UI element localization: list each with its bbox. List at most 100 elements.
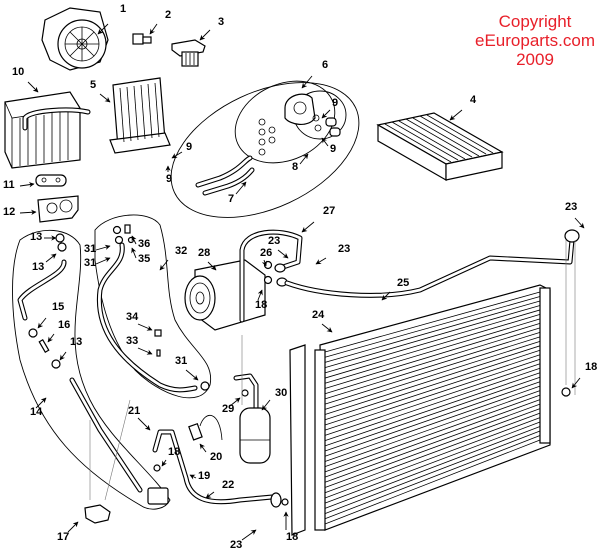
condenser-fin [324,408,541,488]
ac-compressor[interactable] [184,259,266,331]
pressure-switch[interactable] [188,415,223,441]
callout-13: 13 [30,231,57,243]
callout-number: 11 [3,179,15,191]
condenser-fin [324,309,541,374]
condenser-fin [324,372,541,447]
condenser-fin [324,349,541,421]
callout-19: 19 [189,470,210,482]
condenser-fin [324,385,541,462]
callout-leader-arrow [261,259,268,267]
callout-leader-arrow [95,244,111,251]
callout-leader-arrow [241,529,257,541]
receiver-drier[interactable] [233,373,271,464]
condenser-fin [324,367,541,441]
callout-number: 15 [52,301,64,313]
callout-12: 12 [3,206,37,218]
callout-9: 9 [171,141,192,159]
callout-leader-arrow [199,443,207,453]
blower-resistor[interactable] [171,39,206,67]
callout-5: 5 [90,79,111,103]
callout-leader-arrow [207,261,217,271]
callout-leader-arrow [149,23,158,35]
callout-number: 34 [126,311,139,323]
hose-group-14-outline [12,229,171,510]
callout-1: 1 [97,3,126,35]
callout-23: 23 [315,243,350,265]
heater-core[interactable] [109,77,171,154]
temperature-sensor[interactable] [132,33,152,45]
callout-leader-arrow [159,259,169,271]
callout-leader-arrow [301,221,315,233]
callout-number: 31 [84,243,96,255]
condenser-hose[interactable] [284,229,580,298]
callout-leader-arrow [571,377,581,389]
liquid-hose-22[interactable] [152,429,289,508]
evaporator[interactable] [4,91,91,169]
condenser-fin [324,426,541,509]
callout-23: 23 [268,235,289,259]
callout-number: 27 [323,205,335,217]
callout-18: 18 [161,446,180,467]
condenser-fin [324,439,541,525]
condenser-fin [324,300,541,363]
hose-clip[interactable] [84,504,111,524]
callout-16: 16 [47,319,70,343]
condenser-fin [324,412,541,494]
callout-leader-arrow [185,369,199,381]
callout-number: 8 [292,161,298,173]
condenser-fin [324,363,541,436]
condenser-fin [324,381,541,457]
condenser-fin [324,327,541,395]
callout-18: 18 [255,289,267,311]
callout-number: 19 [198,470,210,482]
callout-leader-arrow [381,291,391,301]
blower-motor[interactable] [41,7,109,71]
callout-2: 2 [149,9,171,35]
callout-number: 31 [84,257,96,269]
callout-number: 31 [175,355,187,367]
callout-number: 2 [165,9,171,21]
cabin-air-filter[interactable] [376,112,504,182]
callout-number: 30 [275,387,287,399]
copyright-line-3: 2009 [516,50,554,69]
callout-11: 11 [3,179,35,191]
callout-leader-arrow [574,217,585,229]
assembly-guide-lines [89,240,576,501]
callout-number: 18 [286,531,298,543]
callout-7: 7 [228,181,247,205]
heater-hose-group[interactable] [150,55,380,245]
callout-number: 6 [322,59,328,71]
callout-leader-arrow [99,93,111,103]
callout-23: 23 [565,201,585,229]
expansion-valve[interactable] [37,195,79,223]
callout-leader-arrow [449,109,463,121]
callout-leader-arrow [27,81,39,93]
callout-24: 24 [312,309,333,333]
callout-28: 28 [198,247,217,271]
callout-number: 9 [330,143,336,155]
condenser-fin [324,403,541,483]
liquid-line-hose[interactable] [17,233,169,505]
callout-27: 27 [301,205,335,233]
callout-number: 21 [128,405,140,417]
callout-4: 4 [449,94,477,121]
condenser-fin [324,421,541,504]
condenser[interactable] [289,284,551,536]
suction-hose[interactable] [96,224,210,393]
callout-26: 26 [260,247,272,267]
callout-number: 18 [255,299,267,311]
condenser-fin [324,390,541,468]
condenser-fin [324,318,541,384]
expansion-valve-gasket[interactable] [35,174,67,187]
callout-3: 3 [199,16,224,41]
callout-leader-arrow [257,289,263,301]
condenser-fin [324,376,541,452]
callout-36: 36 [131,235,150,250]
callout-leader-arrow [137,323,153,331]
discharge-hose[interactable] [239,229,303,323]
o-ring-right[interactable] [561,387,571,397]
callout-number: 20 [210,451,222,463]
callout-number: 25 [397,277,409,289]
callout-number: 16 [58,319,70,331]
callout-number: 18 [585,361,597,373]
